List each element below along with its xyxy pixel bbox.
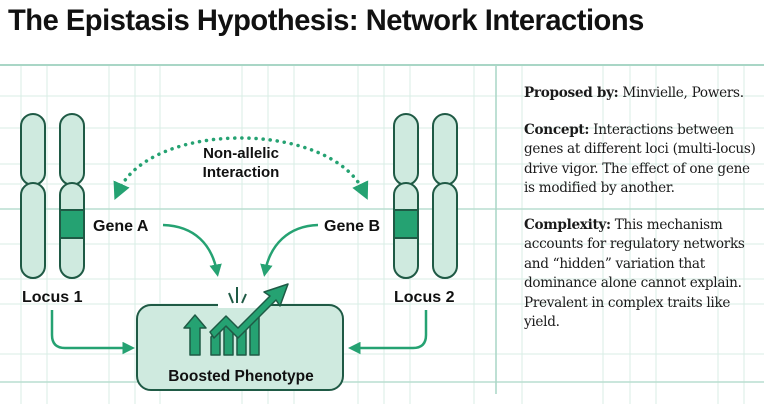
chromosome-left-top	[20, 113, 46, 186]
concept-paragraph: Concept: Interactions between genes at d…	[524, 121, 760, 199]
chromosome-right-top	[59, 113, 85, 186]
gene-a-arrow	[162, 223, 222, 277]
locus-1-arrow	[50, 310, 135, 355]
locus-1-chromosomes	[20, 113, 85, 279]
locus-2-arrow	[348, 310, 428, 355]
complexity-text: This mechanism accounts for regulatory n…	[524, 216, 745, 331]
interaction-label-2: Interaction	[203, 164, 280, 181]
proposed-by-paragraph: Proposed by: Minvielle, Powers.	[524, 84, 760, 104]
gene-b-arrow	[260, 223, 319, 277]
chromosome-left-bottom	[20, 182, 46, 279]
concept-text: Interactions between genes at different …	[524, 121, 756, 197]
proposed-by-text: Minvielle, Powers.	[618, 85, 744, 101]
info-panel: Proposed by: Minvielle, Powers. Concept:…	[524, 84, 760, 350]
growth-chart-icon	[183, 283, 289, 356]
complexity-label: Complexity:	[524, 216, 611, 233]
gene-b-label: Gene B	[324, 218, 380, 235]
interaction-arc-arrow	[113, 136, 369, 200]
locus-2-label: Locus 2	[394, 289, 455, 306]
gene-a-band	[59, 209, 85, 239]
page-title: The Epistasis Hypothesis: Network Intera…	[8, 4, 644, 37]
phenotype-label: Boosted Phenotype	[168, 368, 314, 385]
locus-2-chromosomes	[393, 113, 458, 279]
gene-b-band	[393, 209, 419, 239]
chromosome-right-bottom	[432, 182, 458, 279]
chromosome-left-top	[393, 113, 419, 186]
complexity-paragraph: Complexity: This mechanism accounts for …	[524, 216, 760, 333]
concept-label: Concept:	[524, 121, 590, 138]
gene-a-label: Gene A	[93, 218, 149, 235]
chromosome-right-top	[432, 113, 458, 186]
locus-1-label: Locus 1	[22, 289, 83, 306]
proposed-by-label: Proposed by:	[524, 85, 619, 101]
interaction-label-1: Non-allelic	[203, 145, 279, 162]
